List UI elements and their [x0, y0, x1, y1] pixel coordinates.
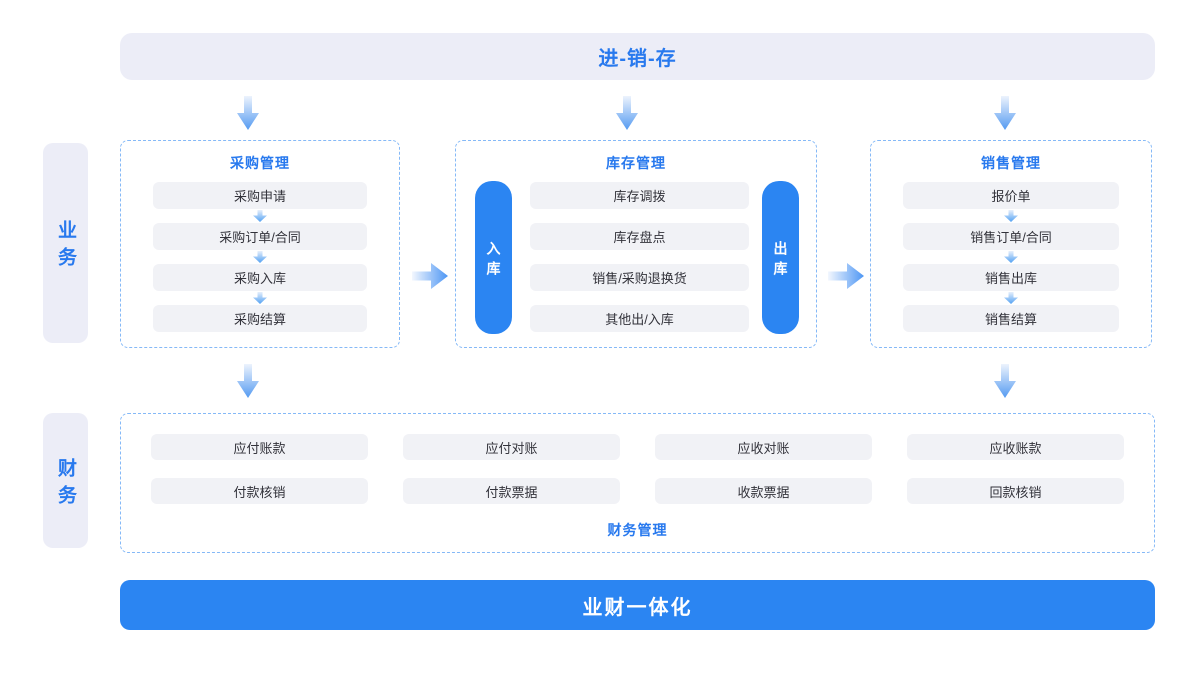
- process-step: 其他出/入库: [530, 305, 749, 332]
- down-arrow-icon: [253, 210, 267, 222]
- down-arrow-icon: [253, 251, 267, 263]
- side-label-finance-text: 财务: [55, 457, 76, 512]
- down-arrow-icon: [1004, 210, 1018, 222]
- process-step: 销售订单/合同: [903, 223, 1119, 250]
- inventory-list: 库存调拨库存盘点销售/采购退换货其他出/入库: [530, 182, 749, 332]
- stock-in-label: 入库: [485, 240, 502, 281]
- sales-management-box: 销售管理 报价单销售订单/合同销售出库销售结算: [870, 140, 1152, 348]
- process-step: 销售出库: [903, 264, 1119, 291]
- right-arrow-icon: [828, 263, 864, 289]
- finance-item: 应付对账: [403, 434, 620, 460]
- bottom-banner-label: 业财一体化: [582, 596, 693, 619]
- purchase-management-box: 采购管理 采购申请采购订单/合同采购入库采购结算: [120, 140, 400, 348]
- sales-flow: 报价单销售订单/合同销售出库销售结算: [903, 182, 1119, 332]
- process-step: 采购申请: [153, 182, 367, 209]
- down-arrow-icon: [1004, 251, 1018, 263]
- down-arrow-icon: [1004, 292, 1018, 304]
- purchase-management-title: 采购管理: [230, 155, 290, 171]
- finance-item: 回款核销: [907, 478, 1124, 504]
- process-step: 报价单: [903, 182, 1119, 209]
- process-step: 销售结算: [903, 305, 1119, 332]
- down-arrow-icon: [237, 364, 259, 398]
- finance-management-box: 应付账款 应付对账 应收对账 应收账款 付款核销 付款票据 收款票据 回款核销 财务管理: [120, 413, 1155, 553]
- right-arrow-icon: [412, 263, 448, 289]
- finance-item: 收款票据: [655, 478, 872, 504]
- down-arrow-icon: [994, 96, 1016, 130]
- down-arrow-icon: [253, 292, 267, 304]
- side-label-business: 业务: [43, 143, 88, 343]
- down-arrow-icon: [994, 364, 1016, 398]
- top-banner: 进-销-存: [120, 33, 1155, 80]
- side-label-business-text: 业务: [55, 220, 76, 274]
- inventory-management-title: 库存管理: [606, 155, 666, 171]
- finance-item: 应收对账: [655, 434, 872, 460]
- down-arrow-icon: [616, 96, 638, 130]
- side-label-finance: 财务: [43, 413, 88, 548]
- process-step: 销售/采购退换货: [530, 264, 749, 291]
- process-step: 采购入库: [153, 264, 367, 291]
- finance-management-title: 财务管理: [607, 522, 668, 538]
- process-step: 采购订单/合同: [153, 223, 367, 250]
- finance-item: 应收账款: [907, 434, 1124, 460]
- stock-in-pill: 入库: [475, 181, 512, 334]
- stock-out-pill: 出库: [762, 181, 799, 334]
- finance-item: 付款核销: [151, 478, 368, 504]
- top-banner-label: 进-销-存: [598, 48, 677, 70]
- process-step: 采购结算: [153, 305, 367, 332]
- bottom-banner: 业财一体化: [120, 580, 1155, 630]
- process-step: 库存盘点: [530, 223, 749, 250]
- stock-out-label: 出库: [772, 240, 789, 281]
- finance-row-2: 付款核销 付款票据 收款票据 回款核销: [151, 478, 1124, 504]
- sales-management-title: 销售管理: [981, 155, 1041, 171]
- inventory-management-box: 库存管理 入库 库存调拨库存盘点销售/采购退换货其他出/入库 出库: [455, 140, 817, 348]
- down-arrow-icon: [237, 96, 259, 130]
- finance-item: 付款票据: [403, 478, 620, 504]
- process-step: 库存调拨: [530, 182, 749, 209]
- finance-item: 应付账款: [151, 434, 368, 460]
- finance-row-1: 应付账款 应付对账 应收对账 应收账款: [151, 434, 1124, 460]
- purchase-flow: 采购申请采购订单/合同采购入库采购结算: [153, 182, 367, 332]
